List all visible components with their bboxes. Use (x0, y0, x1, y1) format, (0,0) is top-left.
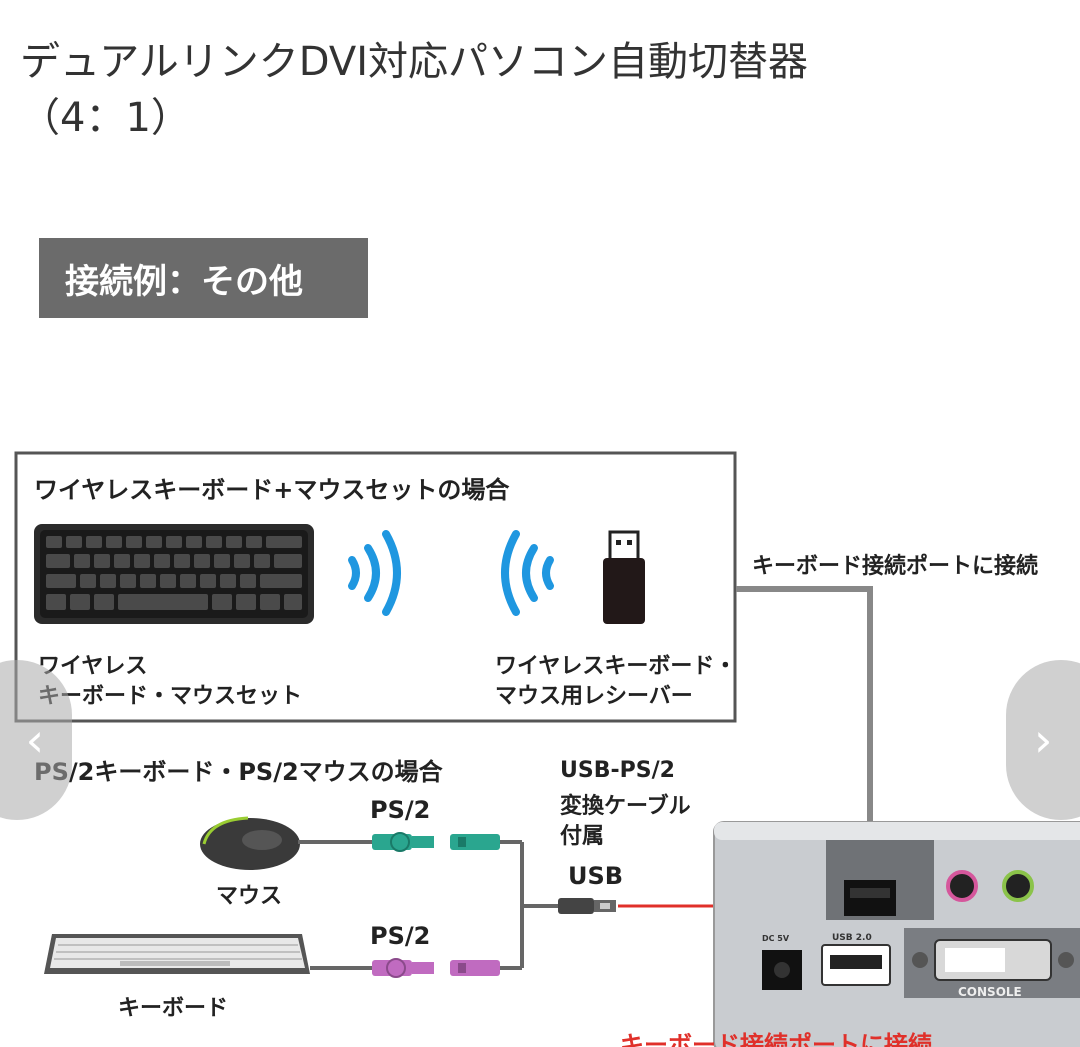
kvm-device-icon (713, 821, 1080, 1047)
keyboard-port-connector-line (736, 586, 873, 840)
chevron-right-icon: › (1034, 713, 1053, 767)
mouse-label: マウス (216, 884, 283, 909)
wireless-keyboard-icon (34, 524, 314, 624)
ps2-case-title: PS/2キーボード・PS/2マウスの場合 (34, 758, 443, 786)
usb-receiver-icon (603, 530, 645, 624)
page-title: デュアルリンクDVI対応パソコン自動切替器 （4：1） (20, 34, 1060, 146)
carousel-next-button[interactable]: › (1006, 660, 1080, 820)
wireless-signal-out-icon (348, 530, 401, 616)
ps2-mouse-connector-label: PS/2 (370, 796, 431, 824)
device-dc-label: DC 5V (762, 934, 790, 943)
connection-diagram: ワイヤレスキーボード+マウスセットの場合 ワイヤレス キーボード・マウスセット … (0, 440, 1080, 1047)
wireless-set-label-line1: ワイヤレス (38, 654, 148, 679)
mouse-icon (200, 816, 300, 870)
wireless-case-title: ワイヤレスキーボード+マウスセットの場合 (34, 476, 510, 504)
chevron-left-icon: ‹ (25, 713, 44, 767)
wireless-set-label-line2: キーボード・マウスセット (38, 684, 303, 709)
ps2-keyboard-icon (44, 934, 310, 974)
page-title-line2: （4：1） (20, 95, 191, 141)
ps2-keyboard-connector-label: PS/2 (370, 922, 431, 950)
mouse-ps2-plug-icon (372, 832, 500, 852)
wireless-signal-in-icon (501, 530, 554, 616)
device-usb-label: USB 2.0 (832, 933, 872, 943)
usb-connector-label: USB (568, 862, 624, 890)
cable-label-line2: 変換ケーブル (560, 794, 691, 819)
usb-plug-icon (558, 898, 616, 914)
receiver-label-line2: マウス用レシーバー (495, 684, 693, 709)
diagram-graphics (14, 451, 1080, 1047)
keyboard-ps2-plug-icon (372, 958, 500, 978)
device-console-label: CONSOLE (958, 985, 1022, 999)
cable-label-line3: 付属 (560, 824, 605, 849)
page-title-line1: デュアルリンクDVI対応パソコン自動切替器 (20, 39, 809, 85)
cable-label-line1: USB-PS/2 (560, 758, 675, 783)
bottom-partial-label: キーボード接続ポートに接続 (620, 1031, 932, 1047)
receiver-label-line1: ワイヤレスキーボード・ (495, 654, 737, 679)
section-tag: 接続例：その他 (39, 238, 368, 318)
keyboard-port-label: キーボード接続ポートに接続 (752, 554, 1039, 579)
keyboard-label: キーボード (118, 996, 229, 1021)
carousel-prev-button[interactable]: ‹ (0, 660, 72, 820)
